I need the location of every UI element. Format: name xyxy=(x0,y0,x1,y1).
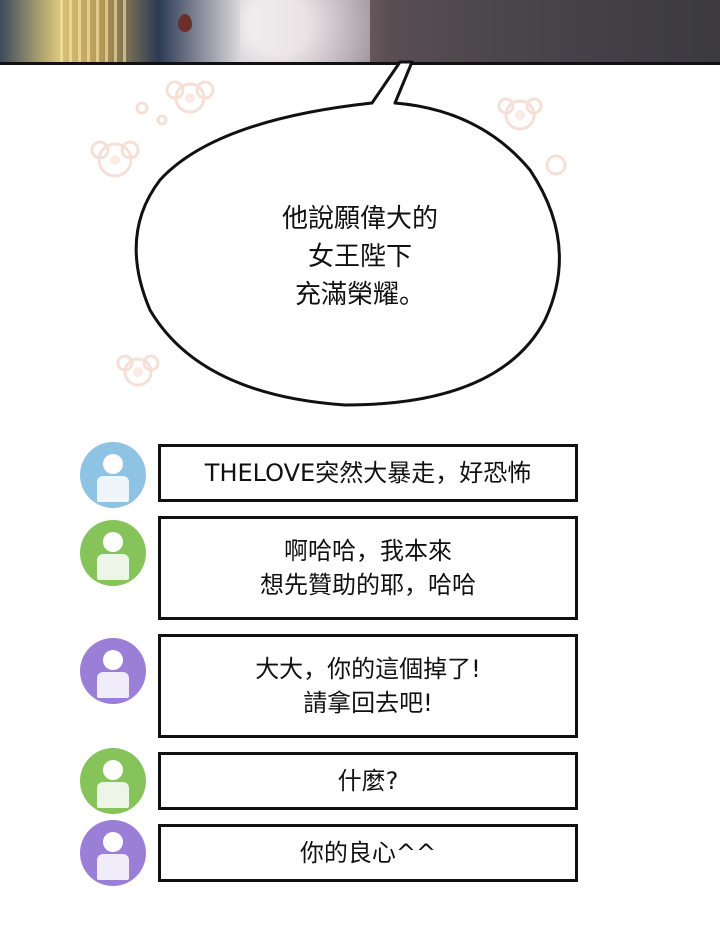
comment-text-box: 什麼? xyxy=(158,752,578,810)
comment-text-box: 大大，你的這個掉了! 請拿回去吧! xyxy=(158,634,578,738)
comment-text-box: THELOVE突然大暴走，好恐怖 xyxy=(158,444,578,502)
speech-bubble xyxy=(134,60,561,407)
speech-line: 女王陛下 xyxy=(307,242,412,272)
speech-bubble-text: 他說願偉大的 女王陛下 充滿榮耀。 xyxy=(215,200,505,314)
speech-line: 充滿榮耀。 xyxy=(294,280,425,310)
user-avatar-icon xyxy=(80,820,146,886)
user-avatar-icon xyxy=(80,748,146,814)
comment-text-box: 你的良心^^ xyxy=(158,824,578,882)
speech-line: 他說願偉大的 xyxy=(281,204,438,234)
comic-panel-artwork xyxy=(0,0,720,65)
fur-collar xyxy=(240,0,370,62)
hair-highlight xyxy=(60,0,130,62)
sweat-drop xyxy=(178,14,192,32)
user-avatar-icon xyxy=(80,442,146,508)
comment-text-box: 啊哈哈，我本來 想先贊助的耶，哈哈 xyxy=(158,516,578,620)
user-avatar-icon xyxy=(80,520,146,586)
user-avatar-icon xyxy=(80,638,146,704)
